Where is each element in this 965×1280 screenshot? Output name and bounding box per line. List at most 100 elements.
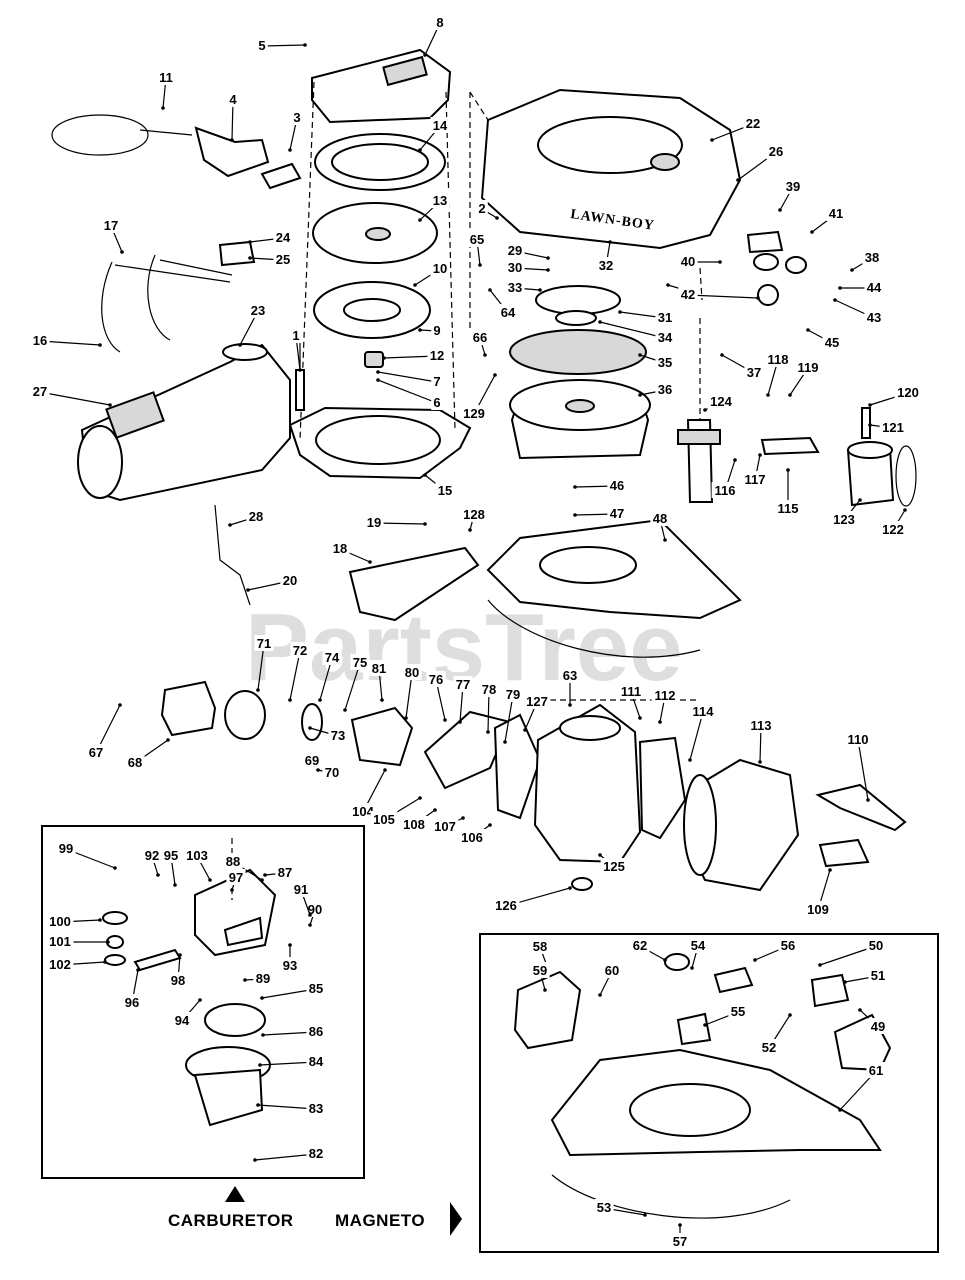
callout-arrow-32 [608, 240, 612, 244]
callout-label-bg-17 [101, 217, 121, 233]
callout-label-bg-107 [431, 818, 459, 834]
callout-106: 106 [461, 830, 483, 845]
callout-arrow-93 [288, 943, 292, 947]
callout-120: 120 [897, 385, 919, 400]
callout-label-bg-42 [678, 286, 698, 302]
callout-arrow-10 [413, 283, 417, 287]
callout-10: 10 [433, 261, 447, 276]
callout-arrow-79 [503, 740, 507, 744]
callout-arrow-34 [598, 320, 602, 324]
callout-100: 100 [49, 914, 71, 929]
callout-arrow-88 [260, 878, 264, 882]
callout-label-bg-112 [651, 687, 679, 703]
callout-72: 72 [293, 643, 307, 658]
callout-14: 14 [433, 118, 448, 133]
callout-arrow-54 [690, 966, 694, 970]
callout-48: 48 [653, 511, 667, 526]
callout-arrow-118 [766, 393, 770, 397]
callout-61: 61 [869, 1063, 883, 1078]
callout-label-bg-105 [370, 811, 398, 827]
callout-66: 66 [473, 330, 487, 345]
callout-arrow-53 [643, 1213, 647, 1217]
callout-107: 107 [434, 819, 456, 834]
callout-119: 119 [798, 360, 819, 375]
callout-label-bg-85 [306, 980, 326, 996]
callout-55: 55 [731, 1004, 745, 1019]
callout-93: 93 [283, 958, 297, 973]
callout-arrow-61 [838, 1108, 842, 1112]
callout-label-bg-89 [253, 970, 273, 986]
callout-128: 128 [463, 507, 485, 522]
callout-arrow-13 [418, 218, 422, 222]
callout-53: 53 [597, 1200, 611, 1215]
callout-arrow-45 [806, 328, 810, 332]
callout-label-bg-65 [467, 231, 487, 247]
callout-arrow-77 [458, 720, 462, 724]
callout-label-bg-46 [607, 477, 627, 493]
callout-label-bg-96 [122, 994, 142, 1010]
callout-33: 33 [508, 280, 522, 295]
callout-92: 92 [145, 848, 159, 863]
callout-arrow-17 [120, 250, 124, 254]
callout-arrow-126 [568, 886, 572, 890]
callout-115: 115 [778, 501, 799, 516]
callout-arrow-55 [703, 1023, 707, 1027]
callout-label-bg-29 [505, 242, 525, 258]
callout-89: 89 [256, 971, 270, 986]
callout-label-bg-2 [476, 200, 488, 216]
callout-label-bg-128 [460, 506, 488, 522]
callout-arrow-114 [688, 758, 692, 762]
callout-label-bg-125 [600, 858, 628, 874]
callout-arrow-110 [866, 798, 870, 802]
callout-124: 124 [710, 394, 732, 409]
callout-6: 6 [433, 395, 440, 410]
callout-arrow-75 [343, 708, 347, 712]
callout-68: 68 [128, 755, 142, 770]
callout-arrow-70 [316, 768, 320, 772]
callout-arrow-96 [136, 968, 140, 972]
callout-label-bg-30 [505, 259, 525, 275]
callout-label-bg-50 [866, 937, 886, 953]
callout-leader-79 [504, 694, 514, 743]
callout-69: 69 [305, 753, 319, 768]
callout-leader-75 [344, 662, 361, 711]
callout-label-bg-110 [844, 731, 872, 747]
callout-arrow-82 [253, 1158, 257, 1162]
callout-87: 87 [278, 865, 292, 880]
callout-arrow-21 [666, 283, 670, 287]
callout-47: 47 [610, 506, 624, 521]
callout-label-bg-31 [655, 309, 675, 325]
callout-leader-82 [254, 1153, 317, 1161]
callout-leader-110 [857, 739, 869, 801]
callout-label-bg-108 [400, 816, 428, 832]
callout-label-bg-121 [879, 419, 907, 435]
callout-arrow-38 [850, 268, 854, 272]
callout-leader-71 [257, 643, 265, 691]
callout-40: 40 [681, 254, 695, 269]
callout-arrow-116 [733, 458, 737, 462]
callout-54: 54 [691, 938, 706, 953]
callout-leader-72 [289, 650, 301, 701]
callout-label-bg-111 [617, 683, 645, 699]
callout-84: 84 [309, 1054, 324, 1069]
callout-75: 75 [353, 655, 367, 670]
callout-42: 42 [681, 287, 695, 302]
callout-arrow-59 [543, 988, 547, 992]
callout-label-bg-11 [156, 69, 176, 85]
callout-label-bg-94 [172, 1012, 192, 1028]
callout-label-bg-9 [431, 322, 443, 338]
callout-label-bg-120 [894, 384, 922, 400]
callout-110: 110 [848, 732, 869, 747]
callout-label-bg-56 [778, 937, 798, 953]
callout-20: 20 [283, 573, 297, 588]
fuel-tank [77, 240, 291, 606]
callout-105: 105 [373, 812, 395, 827]
callout-leader-6 [377, 379, 438, 404]
callout-arrow-73 [308, 726, 312, 730]
callout-65: 65 [470, 232, 484, 247]
callout-label-bg-6 [431, 394, 443, 410]
callout-label-bg-87 [275, 864, 295, 880]
callout-label-bg-99 [56, 840, 76, 856]
callout-85: 85 [309, 981, 323, 996]
